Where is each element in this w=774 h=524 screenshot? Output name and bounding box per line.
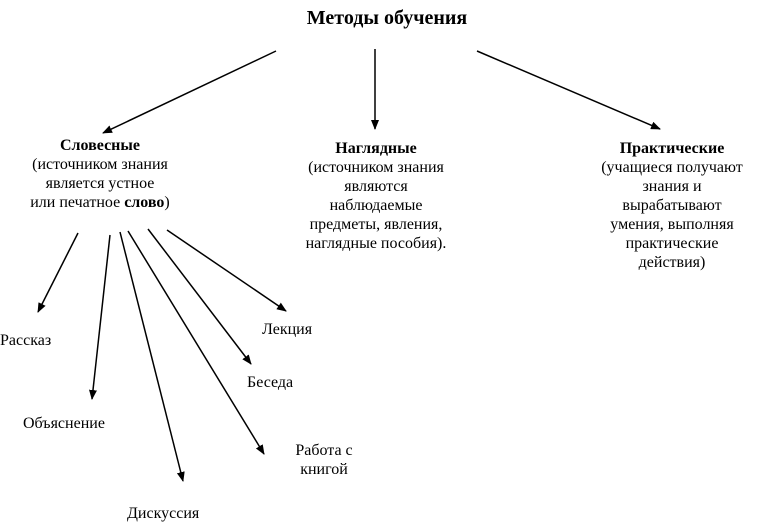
branch-verbal: Словесные (источником знания является ус… (0, 136, 200, 212)
arrow-to-obyasnenie (89, 234, 111, 400)
branch-visual-line: наглядные пособия). (305, 235, 447, 252)
branch-practical-heading: Практические (619, 140, 725, 157)
branch-practical: Практические (учащиеся получают знания и… (570, 139, 774, 272)
leaf-lekciya: Лекция (262, 321, 313, 338)
leaf-rabota-line: книгой (300, 461, 348, 478)
branch-verbal-line: является устное (45, 175, 155, 192)
branch-verbal-line-prefix: или печатное (30, 194, 125, 211)
leaf-rabota-line: Работа с (295, 442, 353, 459)
leaf-obyasnenie: Объяснение (23, 415, 105, 432)
arrow-to-diskussiya (119, 231, 185, 482)
branch-practical-line: вырабатывают (622, 197, 722, 214)
branch-verbal-heading: Словесные (60, 137, 140, 154)
branch-visual-line: предметы, явления, (309, 216, 443, 233)
branch-visual-heading: Наглядные (335, 140, 417, 157)
branch-practical-line: практические (625, 235, 719, 252)
arrow-to-rabota (127, 230, 265, 455)
arrow-to-verbal (102, 50, 277, 134)
arrow-to-lekciya (166, 229, 287, 312)
branch-verbal-keyword: слово (124, 194, 165, 211)
branch-visual-line: (источником знания (308, 159, 444, 176)
branch-verbal-line-suffix: ) (164, 194, 170, 211)
leaf-beseda: Беседа (247, 374, 294, 391)
arrow-to-beseda (147, 228, 252, 365)
branch-practical-line: действия) (638, 254, 706, 271)
branch-verbal-line: или печатное слово) (0, 193, 200, 212)
arrow-to-rasskaz (37, 232, 79, 313)
branch-verbal-line: (источником знания (32, 156, 168, 173)
branch-practical-line: знания и (642, 178, 702, 195)
leaf-rabota-s-knigoy: Работа с книгой (272, 441, 376, 479)
leaf-diskussiya: Дискуссия (127, 505, 200, 522)
branch-visual-line: являются (344, 178, 408, 195)
branch-visual: Наглядные (источником знания являются на… (278, 139, 474, 253)
diagram-title: Методы обучения (306, 7, 468, 29)
leaf-rasskaz: Рассказ (0, 332, 52, 349)
branch-practical-line: (учащиеся получают (601, 159, 743, 176)
arrow-to-practical (476, 50, 661, 130)
branch-practical-line: умения, выполняя (610, 216, 734, 233)
branch-visual-line: наблюдаемые (329, 197, 423, 214)
